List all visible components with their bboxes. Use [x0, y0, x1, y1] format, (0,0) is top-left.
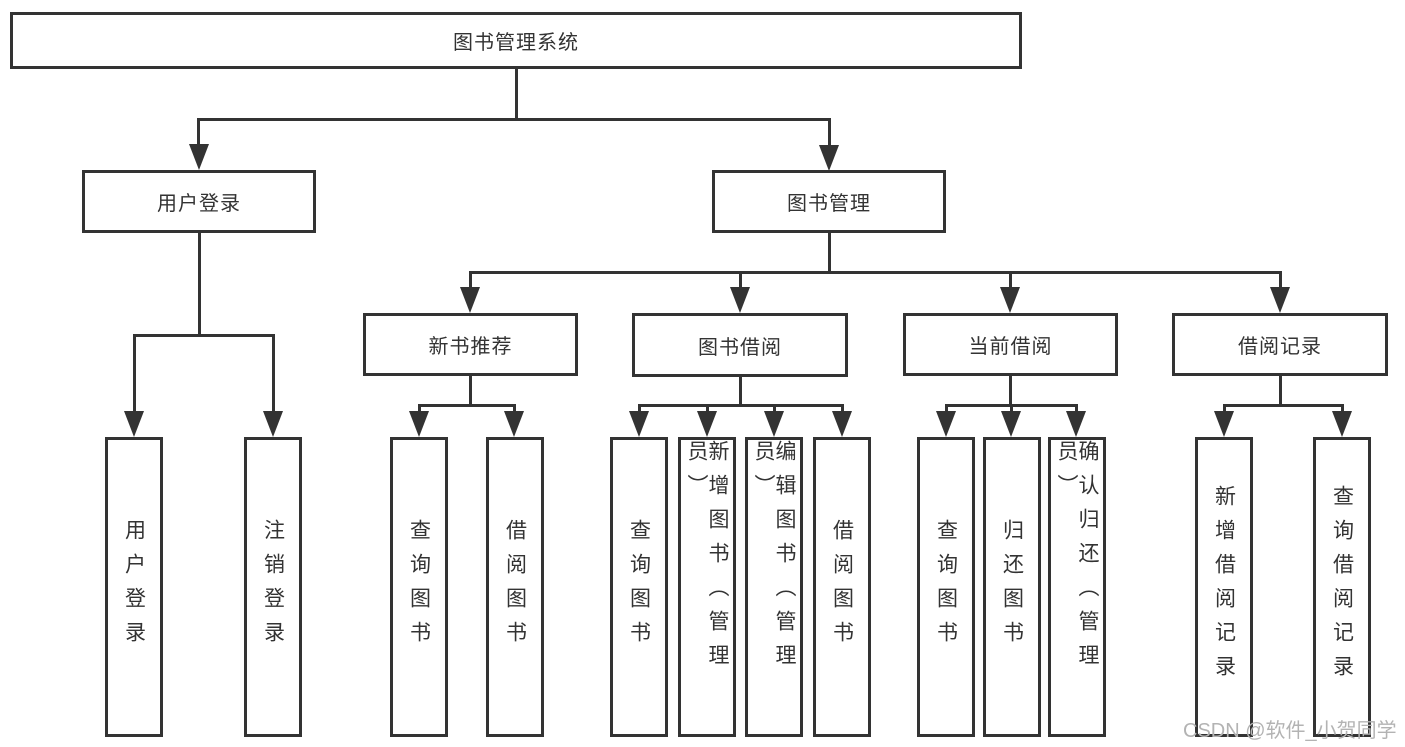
- connector-current-borrow-arm-2: [1010, 404, 1013, 414]
- leaf-add-books-admin-label: 新增图书（管理员）: [685, 440, 729, 678]
- node-book-borrowing-label: 图书借阅: [698, 336, 782, 359]
- leaf-query-books-borrowing-label: 查询图书: [627, 519, 651, 655]
- leaf-query-borrow-record-label: 查询借阅记录: [1330, 485, 1354, 689]
- leaf-query-books-recommend-label: 查询图书: [407, 519, 431, 655]
- connector-arm-book-borrow: [739, 271, 742, 291]
- arrow-to-book-borrowing: [730, 287, 750, 313]
- connector-user-login-arm-right: [272, 334, 275, 413]
- csdn-watermark: CSDN @软件_小贺同学: [1183, 720, 1397, 742]
- connector-book-borrow-stem: [739, 377, 742, 407]
- leaf-logout: 注销登录: [244, 437, 302, 737]
- arrow-to-user-login-leaf: [124, 411, 144, 437]
- leaf-return-books-label: 归还图书: [1000, 519, 1024, 655]
- connector-user-login-stem: [198, 233, 201, 337]
- connector-book-borrow-bus: [638, 404, 844, 407]
- leaf-query-books-borrowing: 查询图书: [610, 437, 668, 737]
- node-current-borrowing-label: 当前借阅: [968, 336, 1053, 358]
- connector-borrow-records-bus: [1223, 404, 1344, 407]
- node-book-borrowing: 图书借阅: [632, 313, 848, 377]
- connector-book-borrow-arm-2: [706, 404, 709, 414]
- connector-current-borrow-arm-1: [945, 404, 948, 414]
- connector-borrow-records-arm-1: [1223, 404, 1226, 414]
- arrow-to-new-book-recommend: [460, 287, 480, 313]
- node-user-login-label: 用户登录: [157, 193, 241, 215]
- connector-root-bus: [197, 118, 831, 121]
- leaf-borrow-books-recommend-label: 借阅图书: [503, 519, 527, 655]
- node-root-system-label: 图书管理系统: [453, 32, 579, 54]
- connector-borrow-records-stem: [1279, 376, 1282, 407]
- connector-book-borrow-arm-4: [841, 404, 844, 414]
- connector-book-mgmt-stem: [828, 233, 831, 274]
- node-book-management: 图书管理: [712, 170, 946, 233]
- connector-user-login-bus: [133, 334, 275, 337]
- leaf-edit-books-admin: 编辑图书（管理员）: [745, 437, 803, 737]
- leaf-add-borrow-record-label: 新增借阅记录: [1212, 485, 1236, 689]
- node-user-login: 用户登录: [82, 170, 316, 233]
- arrow-to-return-books: [1001, 411, 1021, 437]
- connector-arm-current-borrow: [1009, 271, 1012, 291]
- node-new-book-recommend-label: 新书推荐: [428, 336, 513, 358]
- connector-user-login-arm-left: [133, 334, 136, 413]
- arrow-to-query-borrow-record: [1332, 411, 1352, 437]
- leaf-query-borrow-record: 查询借阅记录: [1313, 437, 1371, 737]
- arrow-to-current-borrowing: [1000, 287, 1020, 313]
- arrow-to-user-login: [189, 144, 209, 170]
- leaf-add-borrow-record: 新增借阅记录: [1195, 437, 1253, 737]
- arrow-to-borrow-books-2: [832, 411, 852, 437]
- connector-borrow-records-arm-2: [1341, 404, 1344, 414]
- leaf-confirm-return-admin: 确认归还（管理员）: [1048, 437, 1106, 737]
- connector-arm-borrow-records: [1279, 271, 1282, 291]
- leaf-borrow-books-recommend: 借阅图书: [486, 437, 544, 737]
- arrow-to-query-books-1: [409, 411, 429, 437]
- arrow-to-book-management: [819, 145, 839, 171]
- arrow-to-add-books: [697, 411, 717, 437]
- leaf-confirm-return-admin-label: 确认归还（管理员）: [1055, 440, 1099, 678]
- leaf-user-login-label: 用户登录: [122, 519, 146, 655]
- connector-book-mgmt-bus: [469, 271, 1281, 274]
- connector-root-arm-left: [197, 118, 200, 146]
- connector-book-borrow-arm-3: [773, 404, 776, 414]
- arrow-to-borrowing-records: [1270, 287, 1290, 313]
- leaf-query-books-current-label: 查询图书: [934, 519, 958, 655]
- connector-new-book-bus: [418, 404, 516, 407]
- arrow-to-borrow-books-1: [504, 411, 524, 437]
- arrow-to-logout-leaf: [263, 411, 283, 437]
- node-root-system: 图书管理系统: [10, 12, 1022, 69]
- leaf-query-books-current: 查询图书: [917, 437, 975, 737]
- arrow-to-query-books-2: [629, 411, 649, 437]
- node-new-book-recommend: 新书推荐: [363, 313, 578, 376]
- leaf-logout-label: 注销登录: [261, 519, 285, 655]
- connector-root-stem: [515, 68, 518, 120]
- leaf-edit-books-admin-label: 编辑图书（管理员）: [752, 440, 796, 678]
- connector-new-book-stem: [469, 376, 472, 407]
- node-borrowing-records: 借阅记录: [1172, 313, 1388, 376]
- connector-arm-new-book: [469, 271, 472, 291]
- connector-new-book-arm-2: [513, 404, 516, 414]
- arrow-to-query-books-3: [936, 411, 956, 437]
- connector-new-book-arm-1: [418, 404, 421, 414]
- leaf-user-login: 用户登录: [105, 437, 163, 737]
- arrow-to-add-borrow-record: [1214, 411, 1234, 437]
- connector-book-borrow-arm-1: [638, 404, 641, 414]
- leaf-return-books: 归还图书: [983, 437, 1041, 737]
- leaf-add-books-admin: 新增图书（管理员）: [678, 437, 736, 737]
- leaf-borrow-books: 借阅图书: [813, 437, 871, 737]
- node-book-management-label: 图书管理: [787, 193, 871, 215]
- arrow-to-confirm-return: [1066, 411, 1086, 437]
- node-borrowing-records-label: 借阅记录: [1238, 336, 1322, 358]
- leaf-query-books-recommend: 查询图书: [390, 437, 448, 737]
- connector-root-arm-right: [828, 118, 831, 146]
- connector-current-borrow-stem: [1009, 376, 1012, 407]
- leaf-borrow-books-label: 借阅图书: [830, 519, 854, 655]
- node-current-borrowing: 当前借阅: [903, 313, 1118, 376]
- arrow-to-edit-books: [764, 411, 784, 437]
- connector-current-borrow-arm-3: [1075, 404, 1078, 414]
